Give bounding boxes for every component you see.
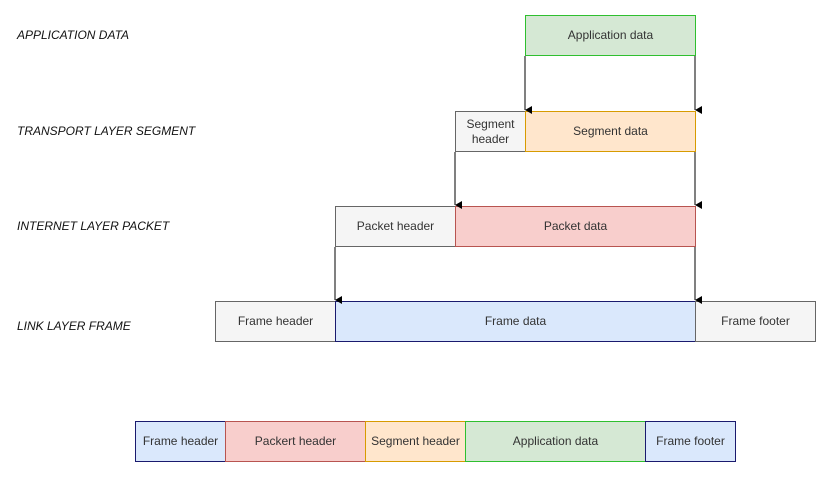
application-data-box: Application data [525, 15, 696, 56]
packet-header-box: Packet header [335, 206, 456, 247]
frame-footer-box: Frame footer [695, 301, 816, 342]
label-link-layer-frame: LINK LAYER FRAME [17, 319, 131, 333]
summary-packet-header: Packert header [225, 421, 366, 462]
summary-frame-footer: Frame footer [645, 421, 736, 462]
label-transport-layer-segment: TRANSPORT LAYER SEGMENT [17, 124, 196, 138]
segment-data-box: Segment data [525, 111, 696, 152]
summary-frame-header: Frame header [135, 421, 226, 462]
segment-header-box: Segment header [455, 111, 526, 152]
label-internet-layer-packet: INTERNET LAYER PACKET [17, 219, 170, 233]
frame-header-box: Frame header [215, 301, 336, 342]
summary-segment-header: Segment header [365, 421, 466, 462]
summary-application-data: Application data [465, 421, 646, 462]
label-application-data: APPLICATION DATA [17, 28, 130, 42]
packet-data-box: Packet data [455, 206, 696, 247]
frame-data-box: Frame data [335, 301, 696, 342]
